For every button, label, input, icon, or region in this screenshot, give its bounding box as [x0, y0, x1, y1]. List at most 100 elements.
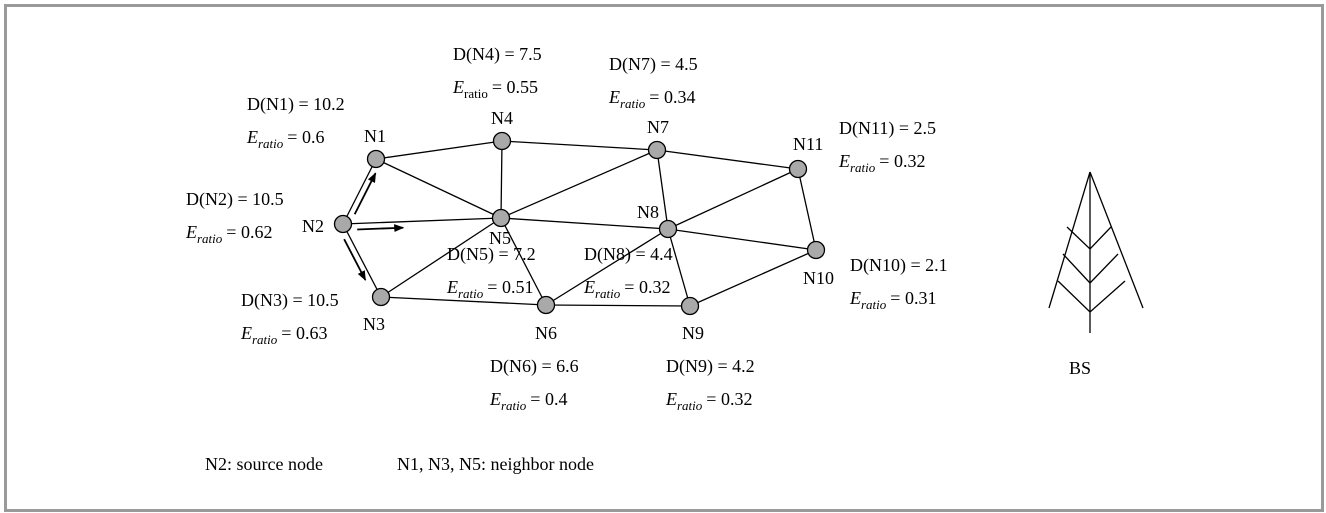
edge-n1-n2 [342, 158, 377, 225]
node-n9-label: N9 [682, 323, 704, 343]
legend-source: N2: source node [205, 454, 323, 474]
node-n10 [806, 240, 826, 260]
node-n2-distance: D(N2) = 10.5 [186, 189, 284, 210]
energy-value: = 0.51 [487, 277, 533, 297]
energy-subscript: ratio [677, 398, 703, 413]
node-n1-label: N1 [364, 126, 386, 146]
energy-symbol: E [849, 288, 861, 308]
energy-value: = 0.32 [706, 389, 752, 409]
edge-n2-n3 [342, 223, 382, 298]
node-n3 [371, 287, 391, 307]
bs-left-edge [1048, 171, 1091, 309]
node-n3-distance: D(N3) = 10.5 [241, 290, 339, 311]
arrow-n2-to-n5 [357, 224, 405, 233]
edge-n5-n7 [500, 149, 658, 219]
energy-value: = 0.6 [287, 127, 324, 147]
node-n6-distance: D(N6) = 6.6 [490, 356, 579, 377]
node-n4 [492, 131, 512, 151]
edge-n1-n4 [375, 140, 503, 160]
figure-frame [4, 4, 1324, 512]
energy-symbol: E [489, 389, 501, 409]
bs-right-edge [1089, 171, 1144, 309]
node-n7-label: N7 [647, 117, 669, 137]
edge-n9-n10 [689, 249, 817, 307]
node-n1-distance: D(N1) = 10.2 [247, 94, 345, 115]
node-n2 [333, 214, 353, 234]
node-n3-energy-ratio: Eratio= 0.63 [240, 323, 327, 347]
energy-subscript: ratio [197, 231, 223, 246]
node-n11-energy-ratio: Eratio= 0.32 [838, 151, 925, 175]
energy-symbol: E [665, 389, 677, 409]
node-n8 [658, 219, 678, 239]
energy-subscript: ratio [458, 286, 484, 301]
energy-subscript: ratio [861, 297, 887, 312]
edge-n10-n11 [797, 168, 817, 251]
node-n2-label: N2 [302, 216, 324, 236]
edge-n6-n9 [545, 304, 691, 307]
energy-symbol: E [446, 277, 458, 297]
node-n4-label: N4 [491, 108, 513, 128]
node-n2-energy-ratio: Eratio= 0.62 [185, 222, 272, 246]
node-n6 [536, 295, 556, 315]
energy-value: = 0.34 [649, 87, 695, 107]
node-n7 [647, 140, 667, 160]
node-n11-label: N11 [793, 134, 823, 154]
energy-subscript: ratio [258, 136, 284, 151]
node-n9-distance: D(N9) = 4.2 [666, 356, 755, 377]
energy-subscript: ratio [620, 96, 646, 111]
node-n11 [788, 159, 808, 179]
energy-value: = 0.31 [890, 288, 936, 308]
node-n8-label: N8 [637, 202, 659, 222]
node-n7-energy-ratio: Eratio= 0.34 [608, 87, 695, 111]
node-n3-label: N3 [363, 314, 385, 334]
node-n7-distance: D(N7) = 4.5 [609, 54, 698, 75]
edge-n3-n5 [380, 217, 502, 298]
energy-symbol: E [185, 222, 197, 242]
node-n10-label: N10 [803, 268, 834, 288]
energy-value: = 0.63 [281, 323, 327, 343]
node-n6-label: N6 [535, 323, 557, 343]
node-n10-distance: D(N10) = 2.1 [850, 255, 948, 276]
node-n9 [680, 296, 700, 316]
edge-n7-n8 [656, 149, 669, 230]
node-n8-distance: D(N8) = 4.4 [584, 244, 673, 265]
edge-n8-n10 [667, 228, 817, 251]
energy-subscript: ratio [464, 86, 488, 101]
energy-value: = 0.55 [492, 77, 538, 97]
edge-n8-n9 [667, 228, 691, 307]
energy-subscript: ratio [252, 332, 278, 347]
edges-layer [342, 140, 817, 307]
edge-n2-n5 [342, 217, 502, 225]
arrow-n2-to-n3 [343, 238, 367, 281]
edge-n7-n11 [656, 149, 799, 170]
edge-n4-n7 [501, 140, 658, 151]
nodes-layer [333, 131, 826, 316]
energy-symbol: E [246, 127, 258, 147]
legend-neighbor: N1, N3, N5: neighbor node [397, 454, 594, 474]
node-n8-energy-ratio: Eratio= 0.32 [583, 277, 670, 301]
energy-symbol: E [240, 323, 252, 343]
energy-symbol: E [838, 151, 850, 171]
bs-chevron-2 [1062, 253, 1119, 284]
node-n5-label: N5 [489, 228, 511, 248]
node-n6-energy-ratio: Eratio= 0.4 [489, 389, 567, 413]
node-n4-distance: D(N4) = 7.5 [453, 44, 542, 65]
node-n4-energy-ratio: Eratio= 0.55 [452, 77, 538, 101]
bs-chevron-1 [1066, 226, 1112, 250]
energy-value: = 0.32 [879, 151, 925, 171]
arrows-layer [343, 172, 405, 281]
energy-symbol: E [608, 87, 620, 107]
node-n10-energy-ratio: Eratio= 0.31 [849, 288, 936, 312]
edge-n5-n6 [500, 217, 547, 306]
node-n5-energy-ratio: Eratio= 0.51 [446, 277, 533, 301]
bs-chevron-3 [1057, 280, 1126, 313]
arrow-n2-to-n1 [353, 172, 377, 215]
edge-n5-n8 [500, 217, 669, 230]
energy-value: = 0.32 [624, 277, 670, 297]
bs-label: BS [1069, 358, 1091, 378]
edge-n4-n5 [500, 140, 503, 219]
node-n5 [491, 208, 511, 228]
edge-n8-n11 [667, 168, 799, 230]
base-station: BS [1048, 171, 1144, 378]
